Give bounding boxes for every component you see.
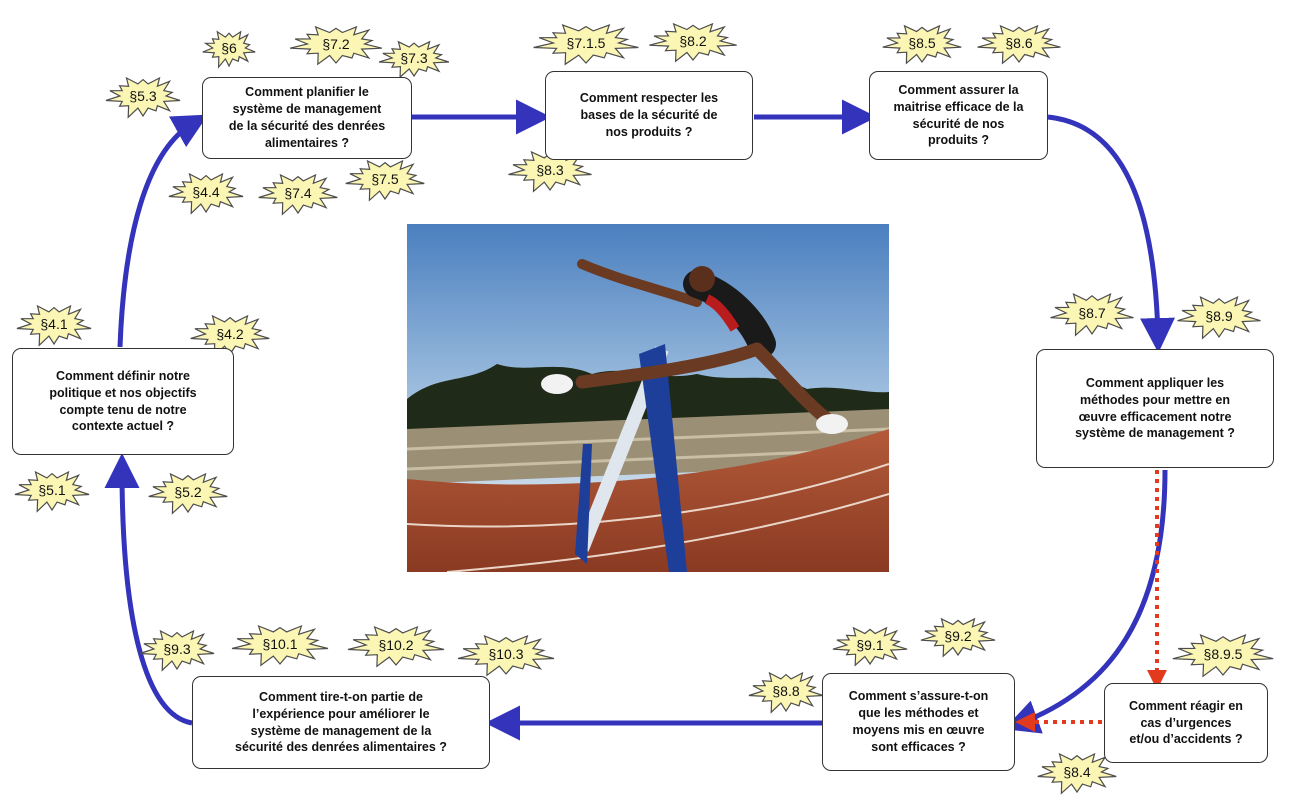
starburst-icon <box>231 624 329 667</box>
clause-burst-s8-9-5: §8.9.5 <box>1172 634 1274 678</box>
starburst-icon <box>105 76 181 119</box>
clause-label: §10.2 <box>378 637 413 653</box>
question-appliquer-box: Comment appliquer les méthodes pour mett… <box>1036 349 1274 468</box>
clause-label: §4.4 <box>192 184 219 200</box>
clause-burst-s9-1: §9.1 <box>832 626 908 667</box>
question-urgences-box: Comment réagir en cas d’urgences et/ou d… <box>1104 683 1268 763</box>
starburst-icon <box>148 472 228 515</box>
clause-label: §8.3 <box>536 162 563 178</box>
clause-burst-s8-3: §8.3 <box>508 150 592 193</box>
starburst-icon <box>508 150 592 193</box>
starburst-icon <box>832 626 908 667</box>
starburst-icon <box>533 23 639 66</box>
question-plan-box: Comment planifier le système de manageme… <box>202 77 412 159</box>
starburst-icon <box>1050 292 1134 337</box>
starburst-icon <box>258 173 338 216</box>
arrow-appliquer-to-efficaces <box>1003 469 1168 734</box>
clause-burst-s8-8: §8.8 <box>748 671 824 714</box>
starburst-icon <box>14 470 90 513</box>
clause-label: §10.3 <box>488 646 523 662</box>
clause-label: §8.4 <box>1063 764 1090 780</box>
clause-burst-s7-3: §7.3 <box>378 40 450 79</box>
clause-burst-s8-5: §8.5 <box>882 24 962 65</box>
starburst-icon <box>289 25 383 66</box>
starburst-icon <box>345 159 425 202</box>
clause-burst-s8-9: §8.9 <box>1177 295 1261 340</box>
clause-burst-s8-6: §8.6 <box>977 24 1061 65</box>
clause-burst-s7-2: §7.2 <box>289 25 383 66</box>
question-politique-box: Comment définir notre politique et nos o… <box>12 348 234 455</box>
starburst-icon <box>882 24 962 65</box>
starburst-icon <box>168 172 244 215</box>
clause-burst-s8-4: §8.4 <box>1037 752 1117 795</box>
clause-label: §9.2 <box>944 628 971 644</box>
clause-label: §6 <box>221 40 237 56</box>
clause-burst-s4-4: §4.4 <box>168 172 244 215</box>
clause-label: §8.8 <box>772 683 799 699</box>
clause-burst-s4-1: §4.1 <box>16 304 92 347</box>
starburst-icon <box>16 304 92 347</box>
clause-label: §8.7 <box>1078 305 1105 321</box>
clause-label: §8.9.5 <box>1204 646 1243 662</box>
clause-burst-s5-3: §5.3 <box>105 76 181 119</box>
clause-burst-s7-1-5: §7.1.5 <box>533 23 639 66</box>
question-efficaces-box: Comment s’assure-t-on que les méthodes e… <box>822 673 1015 771</box>
question-bases-box: Comment respecter les bases de la sécuri… <box>545 71 753 160</box>
clause-label: §8.9 <box>1205 308 1232 324</box>
clause-label: §7.3 <box>400 50 427 66</box>
starburst-icon <box>748 671 824 714</box>
clause-burst-s7-4: §7.4 <box>258 173 338 216</box>
clause-burst-s8-7: §8.7 <box>1050 292 1134 337</box>
clause-burst-s7-5: §7.5 <box>345 159 425 202</box>
clause-label: §9.1 <box>856 637 883 653</box>
starburst-icon <box>1037 752 1117 795</box>
arrow-maitrise-to-appliquer <box>1047 114 1176 353</box>
clause-burst-s6: §6 <box>202 30 256 69</box>
clause-burst-s5-1: §5.1 <box>14 470 90 513</box>
question-maitrise-box: Comment assurer la maitrise efficace de … <box>869 71 1048 160</box>
clause-burst-s5-2: §5.2 <box>148 472 228 515</box>
clause-label: §7.5 <box>371 171 398 187</box>
starburst-icon <box>649 22 737 63</box>
clause-label: §5.2 <box>174 484 201 500</box>
starburst-icon <box>347 625 445 668</box>
arrow-experience-to-politique <box>104 453 193 726</box>
clause-burst-s9-3: §9.3 <box>139 629 215 672</box>
question-experience-box: Comment tire-t-on partie de l’expérience… <box>192 676 490 769</box>
starburst-icon <box>378 40 450 79</box>
clause-label: §4.1 <box>40 316 67 332</box>
clause-label: §8.2 <box>679 33 706 49</box>
clause-label: §7.4 <box>284 185 311 201</box>
starburst-icon <box>977 24 1061 65</box>
clause-label: §7.1.5 <box>567 35 606 51</box>
clause-label: §10.1 <box>262 636 297 652</box>
clause-burst-s10-2: §10.2 <box>347 625 445 668</box>
starburst-icon <box>1172 634 1274 678</box>
clause-label: §9.3 <box>163 641 190 657</box>
hurdler-photo <box>407 224 889 572</box>
clause-burst-s9-2: §9.2 <box>920 617 996 658</box>
clause-label: §4.2 <box>216 326 243 342</box>
starburst-icon <box>139 629 215 672</box>
arrow-politique-to-plan <box>117 114 209 348</box>
clause-label: §8.5 <box>908 35 935 51</box>
starburst-icon <box>920 617 996 658</box>
clause-label: §7.2 <box>322 36 349 52</box>
clause-burst-s10-1: §10.1 <box>231 624 329 667</box>
clause-burst-s8-2: §8.2 <box>649 22 737 63</box>
starburst-icon <box>202 30 256 69</box>
clause-label: §8.6 <box>1005 35 1032 51</box>
clause-burst-s10-3: §10.3 <box>457 634 555 677</box>
starburst-icon <box>457 634 555 677</box>
clause-label: §5.1 <box>38 482 65 498</box>
starburst-icon <box>1177 295 1261 340</box>
clause-label: §5.3 <box>129 88 156 104</box>
